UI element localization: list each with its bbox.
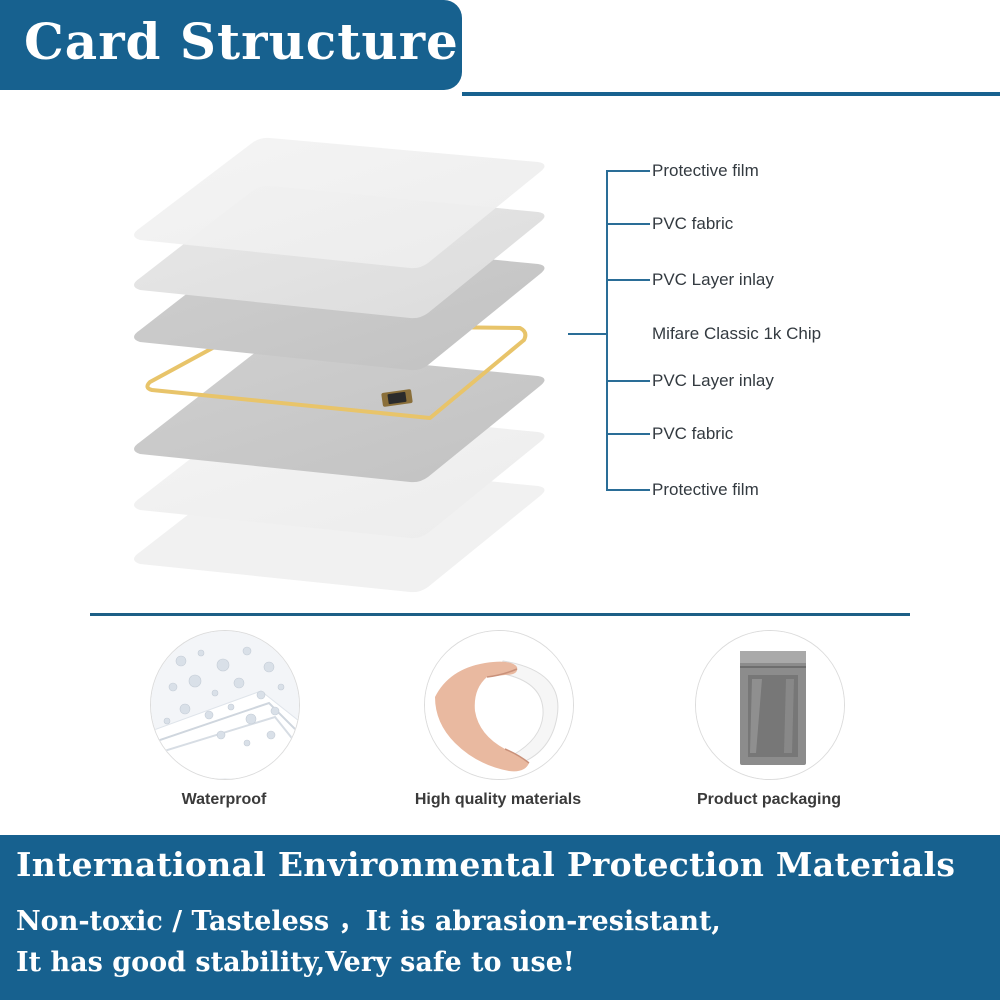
- layer-label-pvc-inlay-top: PVC Layer inlay: [652, 270, 774, 289]
- layer-label-panel: Protective film PVC fabric PVC Layer inl…: [560, 150, 960, 510]
- feature-label-packaging: Product packaging: [696, 791, 842, 808]
- label-tick: [606, 489, 650, 491]
- bottom-banner: International Environmental Protection M…: [0, 835, 1000, 1000]
- foil-bag-icon: [695, 630, 845, 780]
- title-rule: [462, 92, 1000, 96]
- layer-label-pvc-fabric-top: PVC fabric: [652, 214, 734, 233]
- layer-protective-film-top: [134, 137, 545, 269]
- label-tick: [606, 170, 650, 172]
- layer-label-pvc-fabric-bottom: PVC fabric: [652, 424, 734, 443]
- chip-antenna: [145, 323, 528, 420]
- card-layer-stack: [134, 137, 545, 593]
- banner-heading: International Environmental Protection M…: [16, 845, 956, 884]
- page-title: Card Structure: [24, 12, 459, 71]
- hand-bending-card-icon: [424, 630, 574, 780]
- layer-label-chip: Mifare Classic 1k Chip: [652, 324, 822, 343]
- feature-high-quality: High quality materials: [396, 628, 596, 818]
- layer-label-pvc-inlay-bottom: PVC Layer inlay: [652, 371, 774, 390]
- chip-module: [381, 389, 413, 407]
- section-divider: [90, 613, 910, 616]
- title-banner: Card Structure: [0, 0, 462, 90]
- banner-line-1: Non-toxic / Tasteless ，It is abrasion-re…: [16, 906, 721, 937]
- bracket-line: [606, 170, 608, 491]
- label-tick-chip: [568, 333, 606, 335]
- feature-label-waterproof: Waterproof: [181, 791, 267, 808]
- layer-pvc-inlay-bottom: [134, 349, 545, 483]
- feature-packaging: Product packaging: [667, 628, 867, 818]
- label-tick: [606, 279, 650, 281]
- layer-label-protective-film-top: Protective film: [652, 161, 759, 180]
- label-tick: [606, 433, 650, 435]
- water-drops-card-icon: [150, 630, 300, 780]
- feature-waterproof: Waterproof: [122, 628, 322, 818]
- label-tick: [606, 380, 650, 382]
- banner-line-2: It has good stability,Very safe to use!: [16, 947, 575, 978]
- layer-label-protective-film-bottom: Protective film: [652, 480, 759, 499]
- label-tick: [606, 223, 650, 225]
- feature-label-high-quality: High quality materials: [414, 791, 582, 808]
